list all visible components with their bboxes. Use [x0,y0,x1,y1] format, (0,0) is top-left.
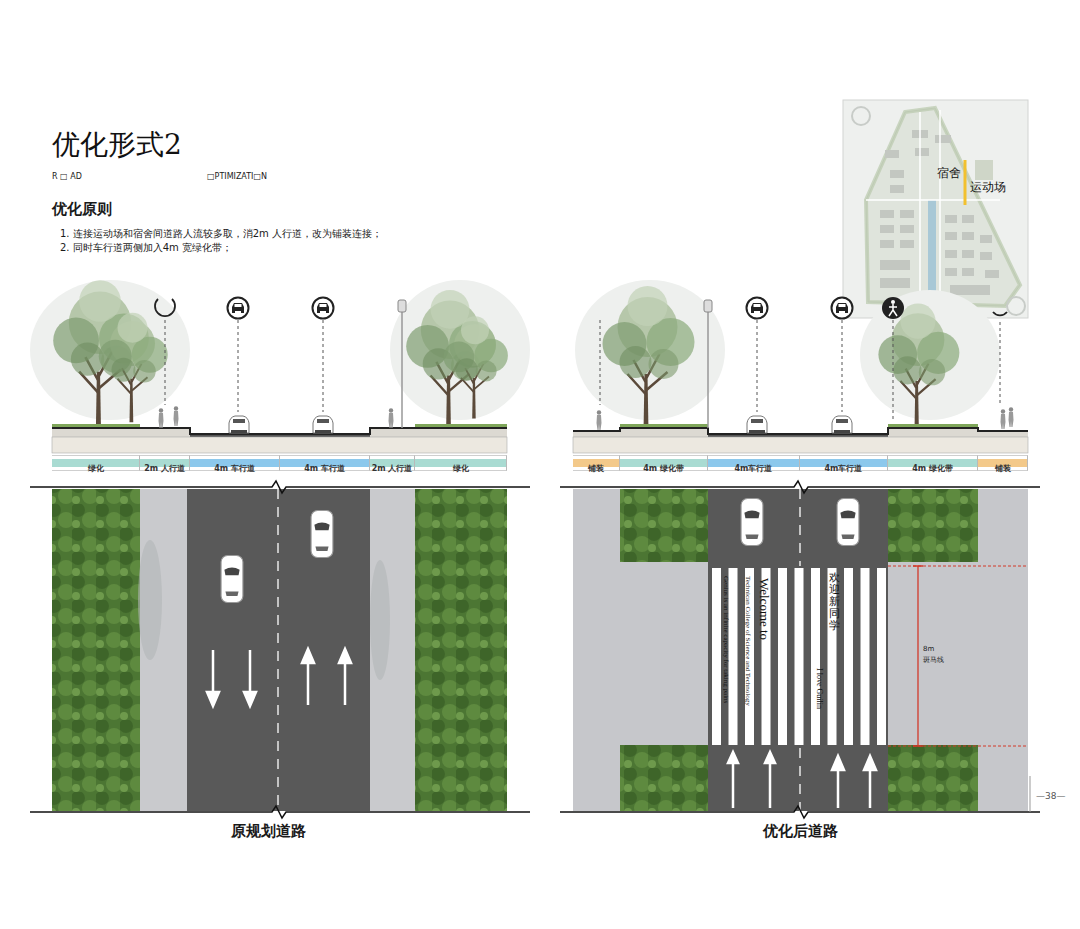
dimension: 8m [923,645,934,653]
site-map [843,100,1028,318]
band-label: 4m 绿化带 [643,461,684,476]
crosswalk-text: 欢迎新同学 [829,572,840,632]
map-label: 宿舍 [937,166,961,180]
principle-note: 1. 连接运动场和宿舍间道路人流较多取，消2m 人行道，改为铺装连接； [60,228,382,240]
principle-note: 2. 同时车行道两侧加入4m 宽绿化带； [60,242,232,254]
section-band-cell: 绿化 [52,455,140,471]
section-band-cell: 绿化 [415,455,507,471]
optimized-plan [560,481,1040,818]
section-band-cell: 铺装 [978,455,1028,471]
section-band-cell: 4m车行道 [800,455,888,471]
page-number: —38— [1036,791,1065,802]
crosswalk-text: Technican College of Science and Technol… [744,576,751,706]
section-band-cell: 4m车行道 [708,455,800,471]
optimized-section [573,280,1028,453]
section-band-cell: 4m 绿化带 [620,455,708,471]
section-band-cell: 2m 人行道 [140,455,190,471]
plan-caption: 原规划道路 [168,822,368,840]
original-section [30,280,530,453]
subtitle: R □ AD [52,172,82,182]
page-title: 优化形式2 [52,128,182,162]
band-label: 4m车行道 [825,461,863,476]
band-label: 4m 车行道 [214,461,255,476]
crosswalk-text: Genius is an infinite capacity for takin… [722,576,729,703]
section-band-cell: 2m 人行道 [370,455,415,471]
band-label: 4m车行道 [735,461,773,476]
band-label: 4m 绿化带 [912,461,953,476]
band-label: 铺装 [588,461,604,476]
section-band-cell: 4m 绿化带 [888,455,978,471]
band-label: 4m 车行道 [304,461,345,476]
crosswalk-text: I love Guilin [815,668,823,709]
subtitle: □PTIMIZATI□N [207,172,267,182]
band-label: 绿化 [453,461,469,476]
original-plan [30,481,530,818]
map-label: 运动场 [970,180,1006,194]
section-band-cell: 4m 车行道 [190,455,280,471]
band-label: 铺装 [995,461,1011,476]
section-band-cell: 4m 车行道 [280,455,370,471]
band-label: 2m 人行道 [144,461,185,476]
crosswalk-text: Welcome to [758,578,771,640]
site-map-inset: 宿舍运动场 [843,100,1028,318]
plan-caption: 优化后道路 [700,822,900,840]
section-heading: 优化原则 [52,200,112,218]
dimension-note: 斑马线 [923,656,944,664]
section-band-cell: 铺装 [573,455,620,471]
band-label: 绿化 [88,461,104,476]
band-label: 2m 人行道 [372,461,413,476]
